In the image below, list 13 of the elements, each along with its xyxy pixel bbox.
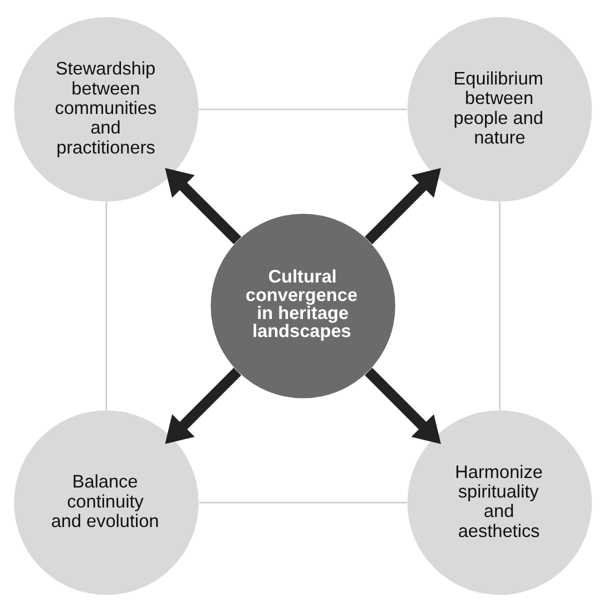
connector (199, 501, 407, 503)
node-circle: Stewardship between communities and practitioners (14, 16, 199, 202)
connector (498, 202, 500, 410)
arrow (165, 367, 242, 444)
arrow (364, 168, 441, 244)
node-circle: Cultural convergence in heritage landscapes (210, 213, 396, 398)
node-circle: Equilibrium between people and nature (407, 16, 592, 202)
node-circle: Harmonize spirituality and aesthetics (407, 410, 592, 594)
node-circle: Balance continuity and evolution (14, 410, 199, 594)
connector (199, 108, 407, 110)
arrow (364, 367, 441, 444)
connector (106, 202, 108, 410)
arrow (165, 168, 242, 244)
